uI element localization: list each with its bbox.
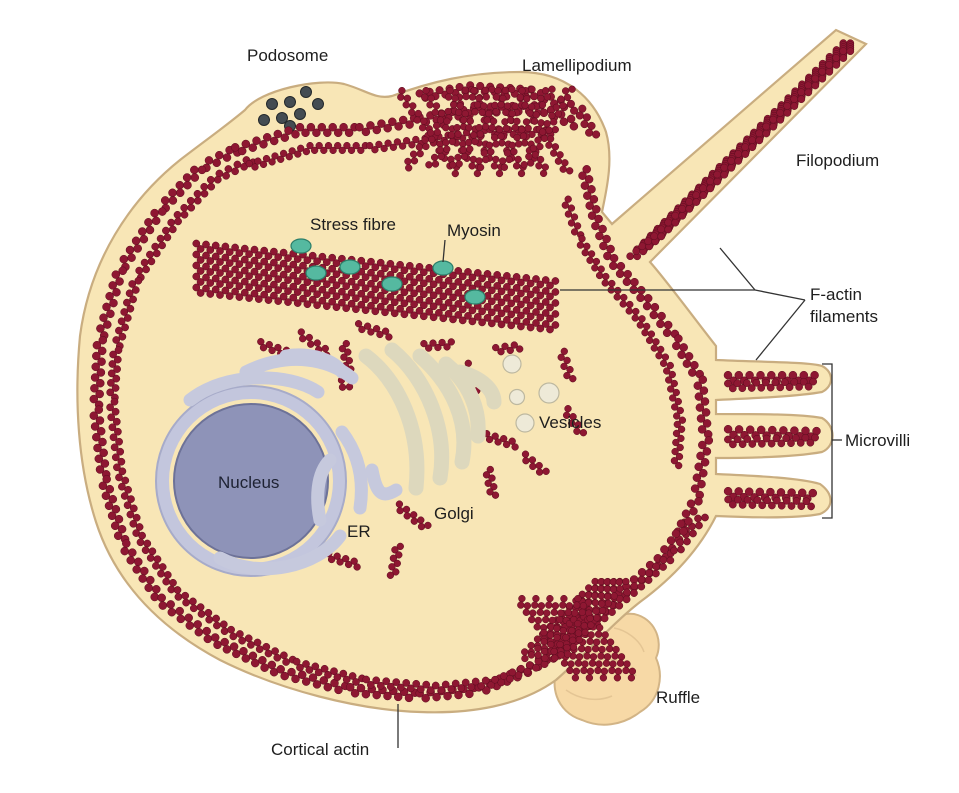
golgi-apparatus [358,342,502,496]
podosome-core [300,86,312,98]
nucleus-group [155,385,347,577]
label-microvilli: Microvilli [845,431,910,450]
label-nucleus: Nucleus [218,473,279,492]
f-actin-leader [719,247,756,291]
label-er: ER [347,522,371,541]
label-f-actin: F-actin [810,285,862,304]
label-filaments: filaments [810,307,878,326]
myosin-motors [290,238,486,305]
label-golgi: Golgi [434,504,474,523]
nucleus [173,403,329,559]
f-actin-network [89,39,855,703]
myosin-leader [442,239,446,263]
label-ruffle: Ruffle [656,688,700,707]
vesicle [515,413,535,433]
label-myosin: Myosin [447,221,501,240]
podosome-core [266,98,278,110]
vesicle [538,382,560,404]
vesicle [508,388,526,406]
vesicle [502,354,522,374]
myosin-motor [339,259,361,275]
myosin-motor [432,260,454,276]
leader-lines [397,239,842,748]
label-vesicles: Vesicles [539,413,601,432]
podosome-core [276,112,288,124]
label-cortical-actin: Cortical actin [271,740,369,759]
label-lamellipodium: Lamellipodium [522,56,632,75]
podosome-core [294,108,306,120]
myosin-motor [305,265,327,281]
myosin-motor [381,276,403,292]
microvilli-bracket [822,363,833,519]
vesicles [502,354,560,433]
label-podosome: Podosome [247,46,328,65]
podosome-core [284,96,296,108]
podosome-core [312,98,324,110]
labels: Podosome Lamellipodium Filopodium Stress… [218,46,910,759]
endoplasmic-reticulum [183,348,403,576]
myosin-motor [290,238,312,254]
myosin-motor [464,289,486,305]
label-stress-fibre: Stress fibre [310,215,396,234]
label-filopodium: Filopodium [796,151,879,170]
f-actin-leader [755,299,806,361]
podosome-core [258,114,270,126]
